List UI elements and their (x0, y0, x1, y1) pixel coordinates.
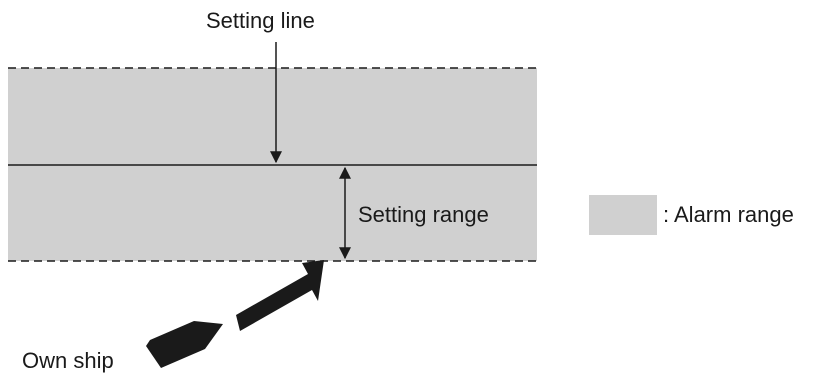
own-ship-label: Own ship (22, 348, 114, 373)
setting-range-label: Setting range (358, 202, 489, 227)
heading-arrow (236, 260, 324, 331)
own-ship-icon (146, 321, 223, 368)
alarm-range-swatch (589, 195, 657, 235)
setting-line-label: Setting line (206, 8, 315, 33)
alarm-range-legend-label: : Alarm range (663, 202, 794, 227)
legend: : Alarm range (589, 195, 794, 235)
